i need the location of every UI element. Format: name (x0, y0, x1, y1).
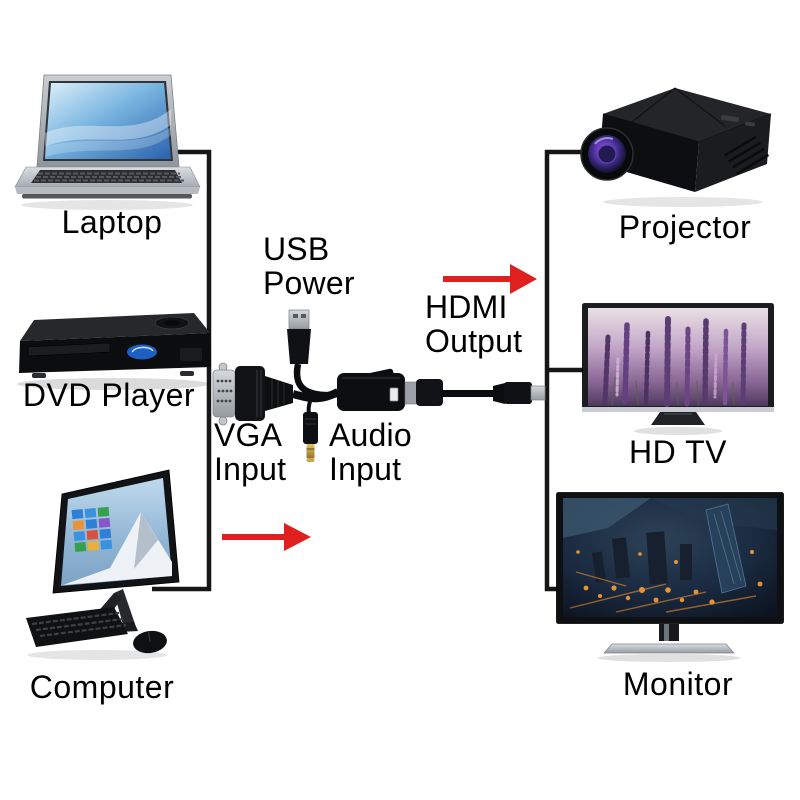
audio-cable (303, 397, 318, 462)
audio-input-label: Audio Input (329, 417, 412, 487)
hd-tv-image (582, 303, 774, 445)
dvd-player-label: DVD Player (22, 377, 196, 413)
projector-image (573, 78, 778, 218)
laptop-label: Laptop (61, 204, 163, 240)
hdmi-output-label: HDMI Output (425, 289, 523, 359)
left-connection-line (152, 149, 212, 592)
vga-input-label: VGA Input (214, 417, 287, 487)
projector-illustration (580, 87, 772, 207)
adapter-image (210, 300, 550, 470)
usb-power-label: USB Power (263, 231, 355, 301)
hd-tv-label: HD TV (629, 434, 727, 470)
laptop-image (12, 73, 202, 218)
adapter-body (337, 373, 405, 411)
monitor-illustration (556, 492, 784, 662)
hdmi-direction-arrow-icon (443, 264, 537, 294)
vga-connector (212, 362, 340, 426)
computer-image (22, 466, 187, 666)
monitor-label: Monitor (622, 666, 734, 702)
monitor-image (556, 492, 784, 666)
computer-illustration (26, 469, 180, 660)
hdmi-output-cable (404, 379, 546, 406)
hd-tv-illustration (582, 303, 774, 435)
dvd-player-image (12, 310, 214, 394)
computer-label: Computer (29, 669, 175, 705)
dvd-player-illustration (17, 313, 211, 390)
vga-direction-arrow-icon (222, 523, 311, 551)
laptop-illustration (14, 74, 201, 210)
projector-label: Projector (618, 209, 752, 245)
